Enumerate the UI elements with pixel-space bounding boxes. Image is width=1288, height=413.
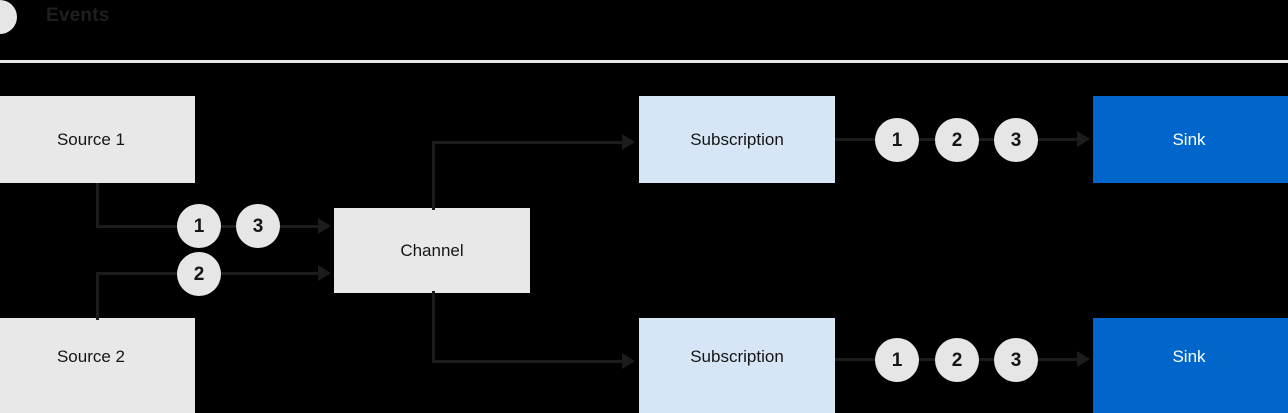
event-dot-1-source1: 1 — [177, 204, 221, 248]
node-subscription-top-label: Subscription — [690, 129, 784, 149]
node-source-2[interactable]: Source 2 — [0, 318, 195, 413]
arrow-subscription-top-to-sink — [1077, 131, 1090, 147]
node-subscription-bottom[interactable]: Subscription — [639, 318, 835, 413]
event-dot-3-subscription-bottom: 3 — [994, 338, 1038, 382]
node-sink-bottom[interactable]: Sink — [1093, 318, 1288, 413]
node-channel-label: Channel — [400, 240, 464, 260]
node-source-2-label: Source 2 — [56, 346, 126, 366]
header-divider — [0, 60, 1288, 63]
event-dot-2-subscription-bottom: 2 — [935, 338, 979, 382]
arrow-source2-to-channel — [318, 265, 331, 281]
node-source-1-label: Source 1 — [56, 129, 126, 149]
arrow-subscription-bottom-to-sink — [1077, 351, 1090, 367]
legend-label: Events — [46, 5, 110, 26]
node-sink-top[interactable]: Sink — [1093, 96, 1288, 183]
arrow-channel-to-subscription-top — [622, 134, 635, 150]
connector-channel-up-vertical — [432, 141, 435, 210]
event-dot-2-source2: 2 — [177, 252, 221, 296]
node-sink-bottom-label: Sink — [1172, 346, 1206, 366]
node-source-1[interactable]: Source 1 — [0, 96, 195, 183]
node-subscription-top[interactable]: Subscription — [639, 96, 835, 183]
event-dot-2-subscription-top: 2 — [935, 118, 979, 162]
event-dot-1-subscription-top: 1 — [875, 118, 919, 162]
arrow-channel-to-subscription-bottom — [622, 353, 635, 369]
event-dot-3-subscription-top: 3 — [994, 118, 1038, 162]
event-dot-1-subscription-bottom: 1 — [875, 338, 919, 382]
node-channel[interactable]: Channel — [334, 208, 530, 293]
connector-channel-up-horizontal — [432, 141, 624, 144]
circle-icon — [0, 0, 17, 34]
event-dot-3-source1: 3 — [236, 204, 280, 248]
connector-channel-down-vertical — [432, 291, 435, 363]
arrow-source1-to-channel — [318, 218, 331, 234]
connector-source1-vertical — [96, 183, 99, 228]
connector-channel-down-horizontal — [432, 360, 624, 363]
node-sink-top-label: Sink — [1172, 129, 1206, 149]
node-subscription-bottom-label: Subscription — [690, 346, 784, 366]
connector-source2-vertical — [96, 272, 99, 320]
